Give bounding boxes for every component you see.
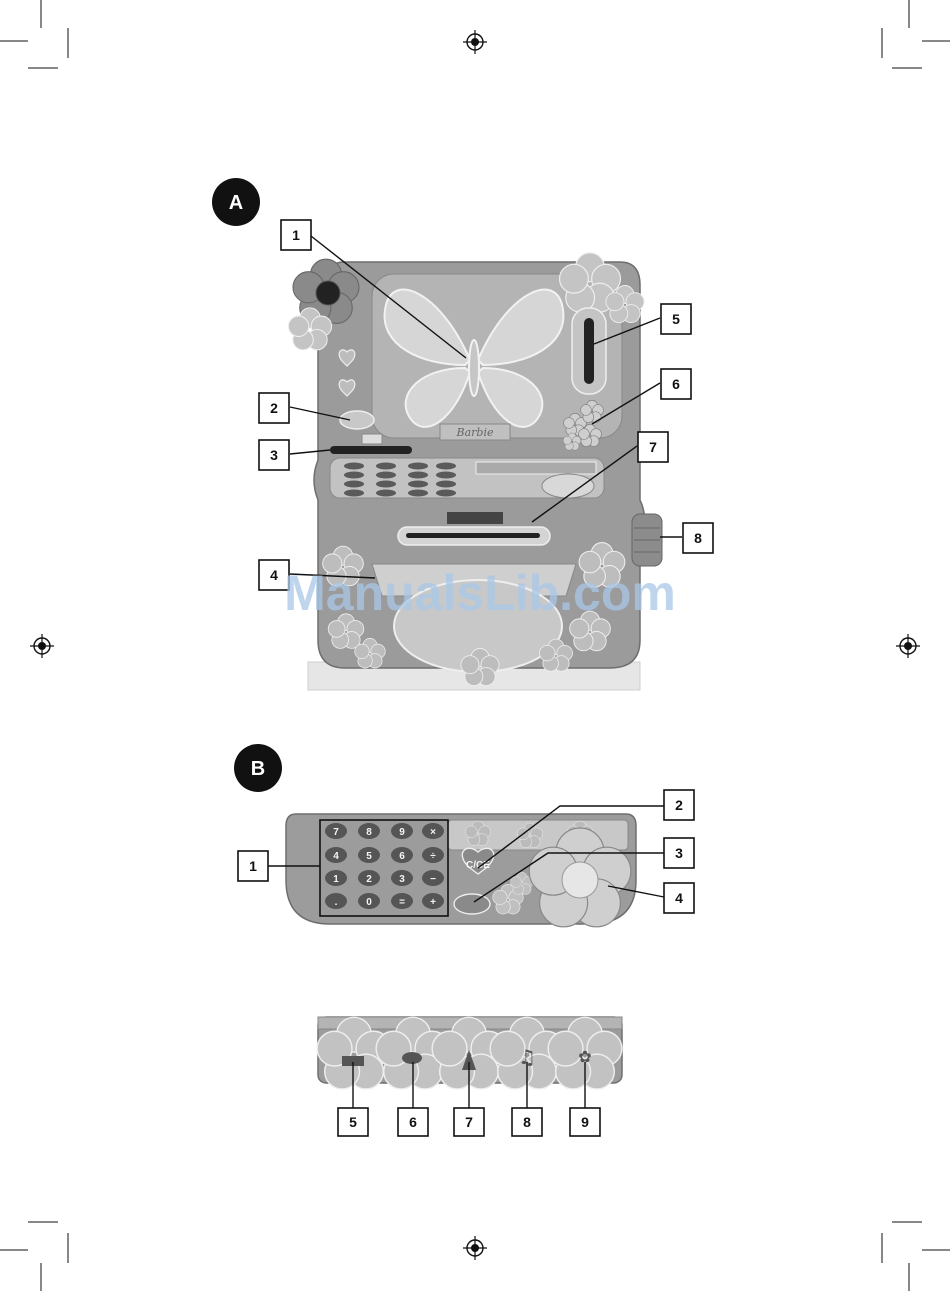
callout-box-b-4: 4 [664,883,694,913]
svg-text:2: 2 [366,874,372,885]
svg-text:+: + [430,897,436,908]
callout-box-b-1: 1 [238,851,268,881]
keypad-key: 1 [325,870,347,886]
callout-box-a-5: 5 [661,304,691,334]
callout-box-a-2: 2 [259,393,289,423]
keypad-key: 4 [325,847,347,863]
svg-text:3: 3 [675,845,683,861]
svg-text:−: − [430,874,436,885]
registration-mark-right [896,634,920,658]
svg-text:4: 4 [333,851,339,862]
keypad-key: 7 [325,823,347,839]
keypad-key: 2 [358,870,380,886]
coins-icon [402,1052,422,1064]
svg-text:6: 6 [672,376,680,392]
svg-text:Barbie: Barbie [456,426,494,439]
keypad-key: 5 [358,847,380,863]
keypad-key: = [391,893,413,909]
callout-box-row-6: 6 [398,1108,428,1136]
svg-text:A: A [229,192,243,214]
svg-text:7: 7 [465,1114,473,1130]
callout-box-row-5: 5 [338,1108,368,1136]
callout-box-b-2: 2 [664,790,694,820]
svg-text:1: 1 [249,858,257,874]
svg-text:×: × [430,827,436,838]
keypad-key: 8 [358,823,380,839]
keypad-key: ÷ [422,847,444,863]
svg-text:4: 4 [270,567,278,583]
svg-text:4: 4 [675,890,683,906]
callout-box-a-8: 8 [683,523,713,553]
svg-text:2: 2 [675,797,683,813]
watermark: ManualsLib.com [284,565,676,621]
section-a-badge: A [212,178,260,226]
cash-register-illustration: Barbie [288,253,662,690]
svg-text:7: 7 [649,439,657,455]
section-b-badge: B [234,744,282,792]
keypad-key: 3 [391,870,413,886]
svg-text:7: 7 [333,827,339,838]
svg-text:6: 6 [409,1114,417,1130]
svg-text:0: 0 [366,897,372,908]
svg-text:B: B [251,758,265,780]
callout-box-a-7: 7 [638,432,668,462]
callout-box-b-3: 3 [664,838,694,868]
svg-text:5: 5 [349,1114,357,1130]
svg-text:1: 1 [333,874,339,885]
svg-text:1: 1 [292,227,300,243]
keypad-key: 9 [391,823,413,839]
svg-text:=: = [399,897,405,908]
svg-text:8: 8 [523,1114,531,1130]
svg-text:5: 5 [672,311,680,327]
callout-box-a-6: 6 [661,369,691,399]
svg-text:5: 5 [366,851,372,862]
svg-text:2: 2 [270,400,278,416]
svg-text:9: 9 [399,827,405,838]
callout-box-row-7: 7 [454,1108,484,1136]
registration-mark-top [463,30,487,54]
keypad-key: − [422,870,444,886]
registration-mark-bottom [463,1236,487,1260]
svg-text:3: 3 [270,447,278,463]
keypad-key: 0 [358,893,380,909]
svg-text:8: 8 [694,530,702,546]
keypad-key: 6 [391,847,413,863]
svg-text:6: 6 [399,851,405,862]
svg-text:8: 8 [366,827,372,838]
callout-box-row-8: 8 [512,1108,542,1136]
callout-box-a-1: 1 [281,220,311,250]
keypad-key: + [422,893,444,909]
callout-box-row-9: 9 [570,1108,600,1136]
svg-text:÷: ÷ [430,851,436,862]
svg-text:9: 9 [581,1114,589,1130]
callout-box-a-3: 3 [259,440,289,470]
svg-text:3: 3 [399,874,405,885]
keypad-key: × [422,823,444,839]
svg-text:.: . [335,897,338,908]
registration-mark-left [30,634,54,658]
keypad-key: . [325,893,347,909]
